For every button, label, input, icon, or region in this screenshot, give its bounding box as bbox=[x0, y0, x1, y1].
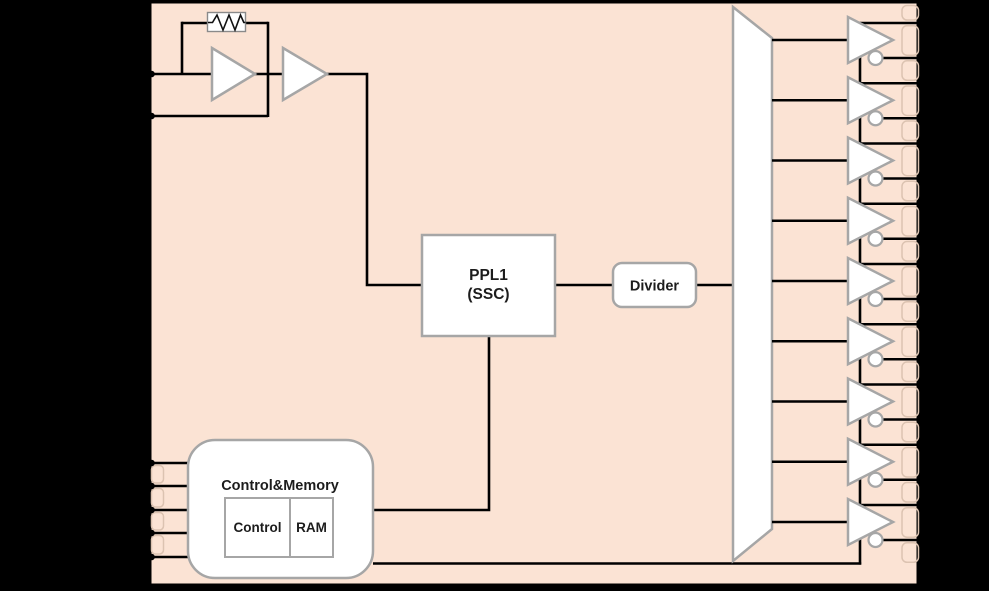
resistor-icon bbox=[208, 12, 246, 33]
control-label: Control bbox=[234, 520, 282, 535]
control-sub-block bbox=[224, 497, 291, 558]
control-memory-title: Control&Memory bbox=[221, 478, 339, 494]
left-pin-dots bbox=[148, 70, 155, 561]
pin-control-5 bbox=[148, 553, 155, 561]
mux-icon bbox=[731, 4, 774, 564]
wire-osc-to-pll bbox=[327, 72, 422, 287]
pll-label-line2: (SSC) bbox=[467, 286, 509, 303]
pin-xin bbox=[148, 70, 155, 78]
pin-control-3 bbox=[148, 506, 155, 514]
wire-pll-to-control bbox=[373, 336, 491, 512]
ram-label: RAM bbox=[296, 520, 327, 535]
divider-block bbox=[611, 261, 698, 309]
control-pin-stubs bbox=[150, 461, 190, 559]
pll-block bbox=[420, 233, 557, 338]
left-edge-pads bbox=[150, 464, 165, 555]
pll-section bbox=[373, 283, 733, 512]
pin-control-2 bbox=[148, 482, 155, 490]
pin-control-1 bbox=[148, 459, 155, 467]
pll-label-line1: PPL1 bbox=[469, 267, 508, 284]
right-edge-pad bbox=[901, 4, 920, 21]
pin-xout bbox=[148, 112, 155, 120]
xtal-amplifier-icon bbox=[210, 45, 258, 103]
xtal-buffer-icon bbox=[281, 45, 330, 103]
ram-sub-block bbox=[289, 497, 334, 558]
crystal-oscillator-section bbox=[150, 11, 422, 287]
pin-control-4 bbox=[148, 529, 155, 537]
divider-label: Divider bbox=[630, 279, 680, 295]
